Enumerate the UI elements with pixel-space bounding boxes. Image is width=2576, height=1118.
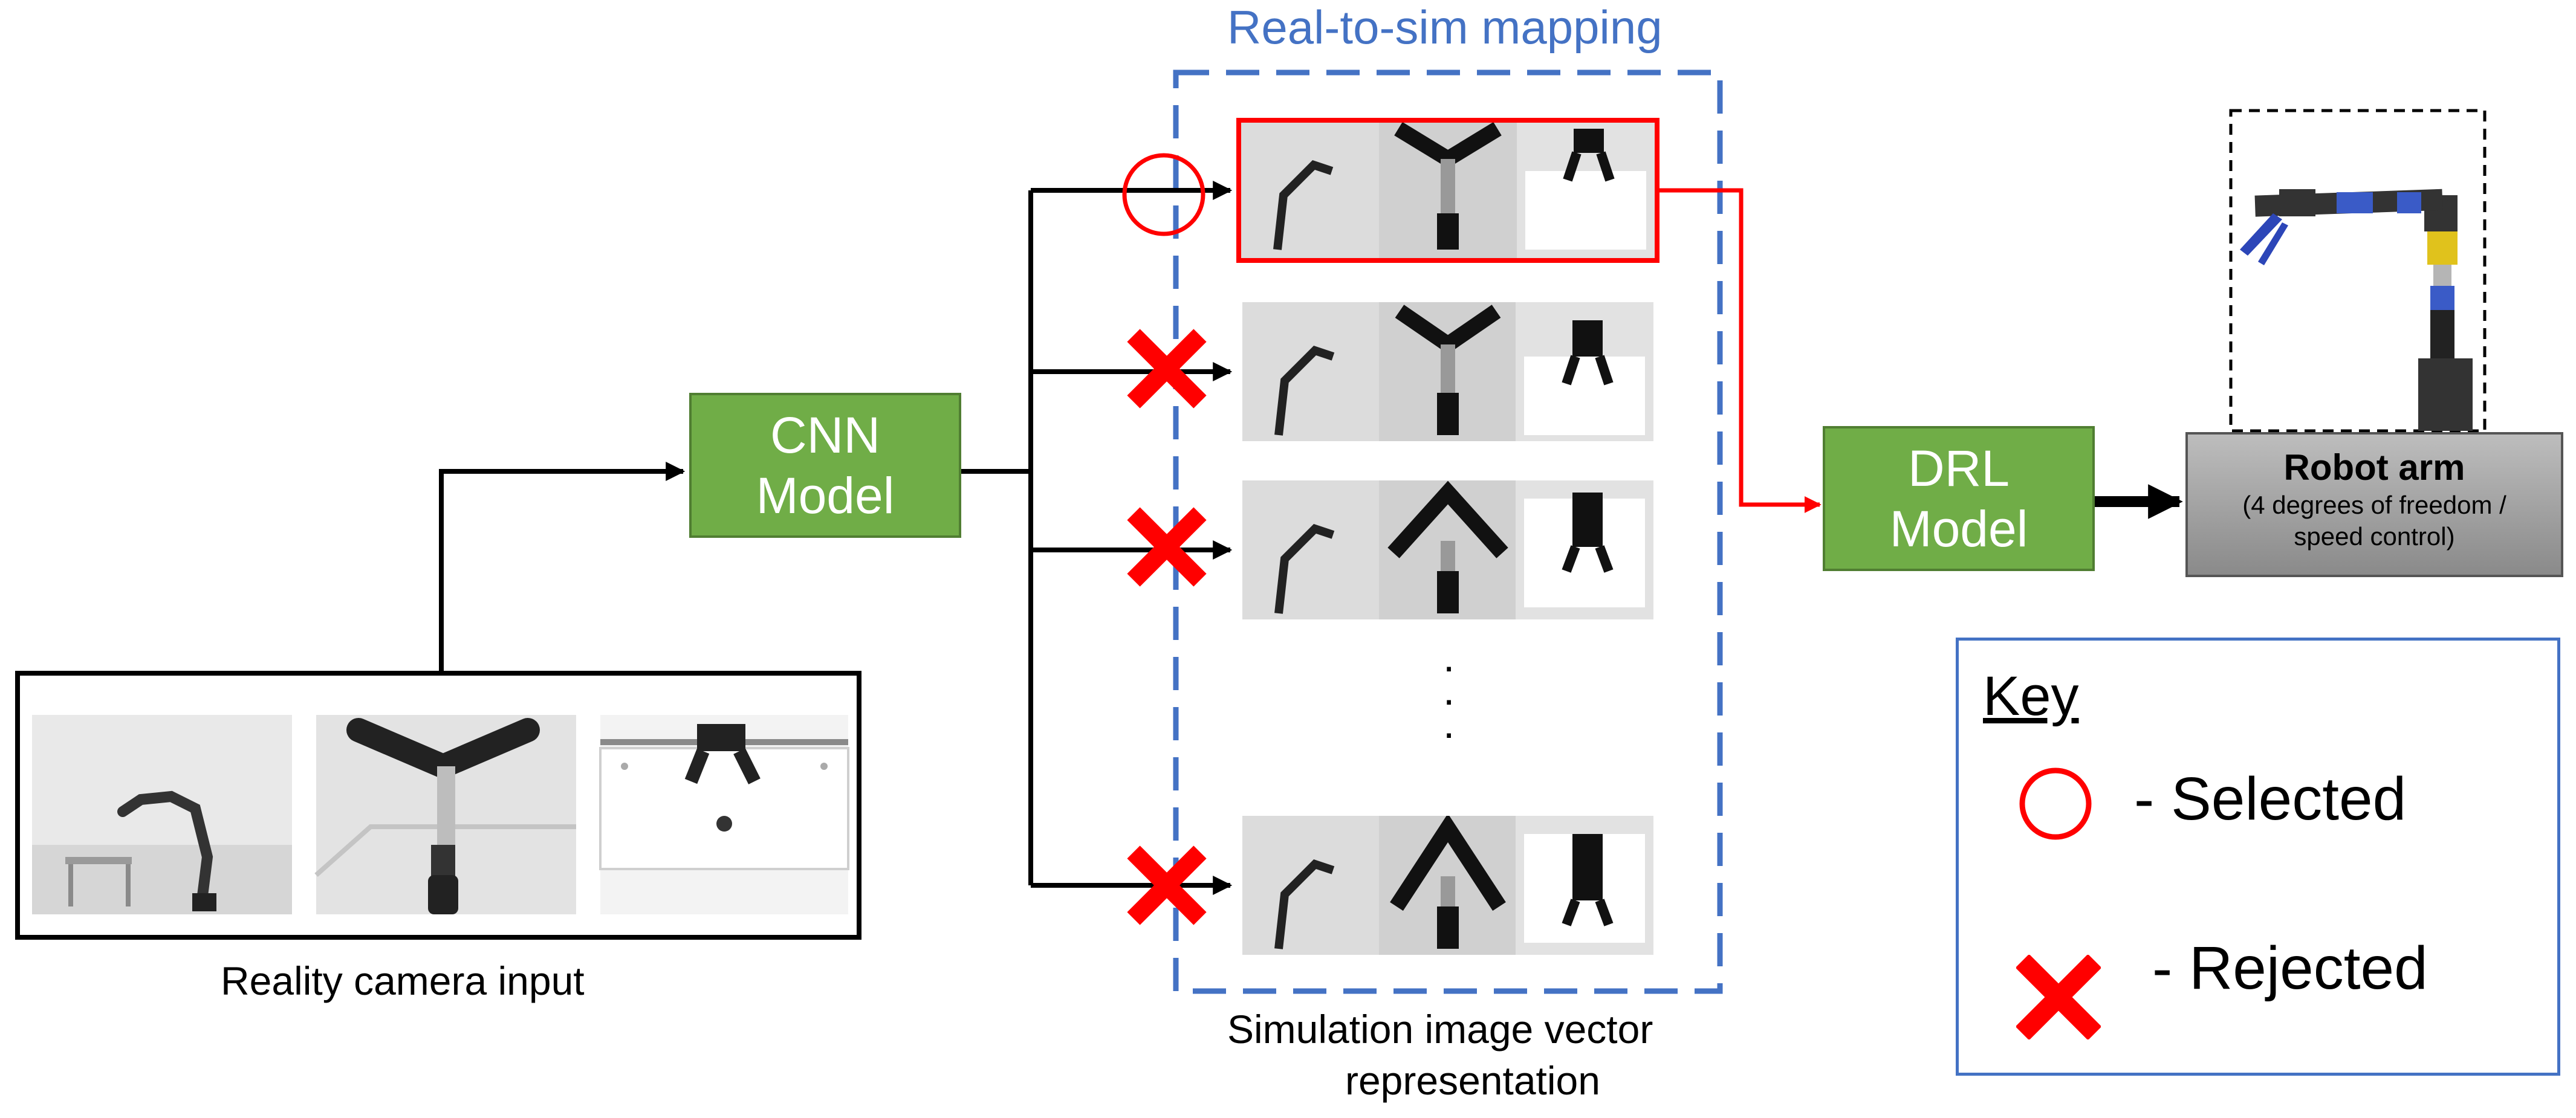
key-panel: Key - Selected - Rejected: [1956, 638, 2560, 1076]
robot-line2: speed control): [2294, 522, 2455, 551]
robot-arm-render: [2240, 189, 2473, 431]
camera-frame-thumbnail: [32, 715, 292, 914]
arrow-reality-to-cnn: [439, 462, 686, 671]
sim-row-4: [1242, 813, 1653, 955]
sim-frame-thumbnail: [1242, 302, 1653, 441]
robot-render-frame: [2229, 109, 2487, 433]
key-rejected-label: - Rejected: [2152, 934, 2428, 1002]
reality-input-frame: [15, 671, 861, 940]
sim-frame-thumbnail: [1241, 121, 1655, 258]
ellipsis: · · ·: [1442, 642, 1456, 756]
cross-rejected-icon: [1127, 329, 1207, 409]
mapping-title: Real-to-sim mapping: [1227, 1, 1663, 54]
cross-rejected-icon: [1127, 845, 1207, 925]
sim-frame-thumbnail: [1242, 813, 1653, 955]
robot-title: Robot arm: [2283, 447, 2465, 488]
reality-caption: Reality camera input: [221, 958, 585, 1003]
sim-caption-line1: Simulation image vector: [1227, 1007, 1653, 1052]
circle-selected-icon: [2019, 767, 2092, 840]
sim-row-3: [1242, 480, 1653, 619]
cnn-line1: CNN: [770, 407, 880, 464]
sim-frame-thumbnail: [1242, 480, 1653, 619]
drl-model-box: DRL Model: [1823, 426, 2095, 571]
drl-line2: Model: [1889, 500, 2028, 557]
robot-line1: (4 degrees of freedom /: [2242, 491, 2506, 519]
key-selected-label: - Selected: [2134, 765, 2407, 833]
key-title: Key: [1983, 665, 2079, 727]
cnn-line2: Model: [756, 467, 895, 524]
cnn-model-box: CNN Model: [689, 393, 961, 538]
camera-frame-thumbnail: [314, 715, 576, 914]
sim-row-selected: [1236, 118, 1659, 263]
drl-line1: DRL: [1907, 440, 2010, 497]
sim-row-2: [1242, 302, 1653, 441]
cross-rejected-icon: [2016, 955, 2101, 1039]
robot-arm-box: Robot arm (4 degrees of freedom / speed …: [2185, 432, 2563, 577]
camera-frame-thumbnail: [599, 715, 849, 914]
sim-caption-line2: representation: [1345, 1058, 1600, 1103]
circle-selected-icon: [1122, 153, 1205, 236]
reality-thumbnails: [32, 715, 849, 914]
arrow-selected-to-drl: [1659, 188, 1822, 513]
cross-rejected-icon: [1127, 507, 1207, 587]
